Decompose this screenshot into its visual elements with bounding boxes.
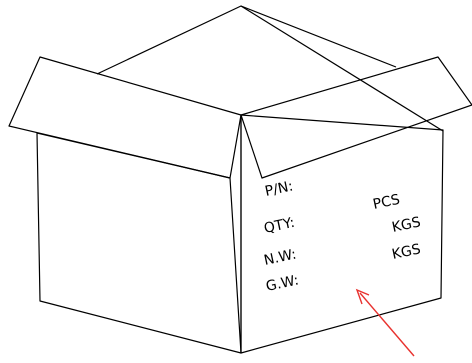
gross-weight-unit: KGS — [391, 241, 423, 263]
top-opening — [96, 5, 397, 75]
pointer-arrow — [355, 288, 415, 357]
left-flap — [8, 56, 242, 179]
net-weight-unit: KGS — [391, 214, 423, 236]
left-face — [36, 132, 242, 354]
net-weight-label: N.W: — [263, 246, 298, 268]
part-number-label: P/N: — [264, 178, 295, 200]
gross-weight-label: G.W: — [265, 272, 301, 295]
pieces-unit: PCS — [372, 192, 402, 213]
carton-label-block: P/N: QTY: N.W: G.W: PCS KGS KGS — [263, 178, 423, 295]
right-back-edge — [240, 5, 444, 132]
right-flap — [240, 56, 472, 179]
quantity-label: QTY: — [263, 215, 297, 237]
